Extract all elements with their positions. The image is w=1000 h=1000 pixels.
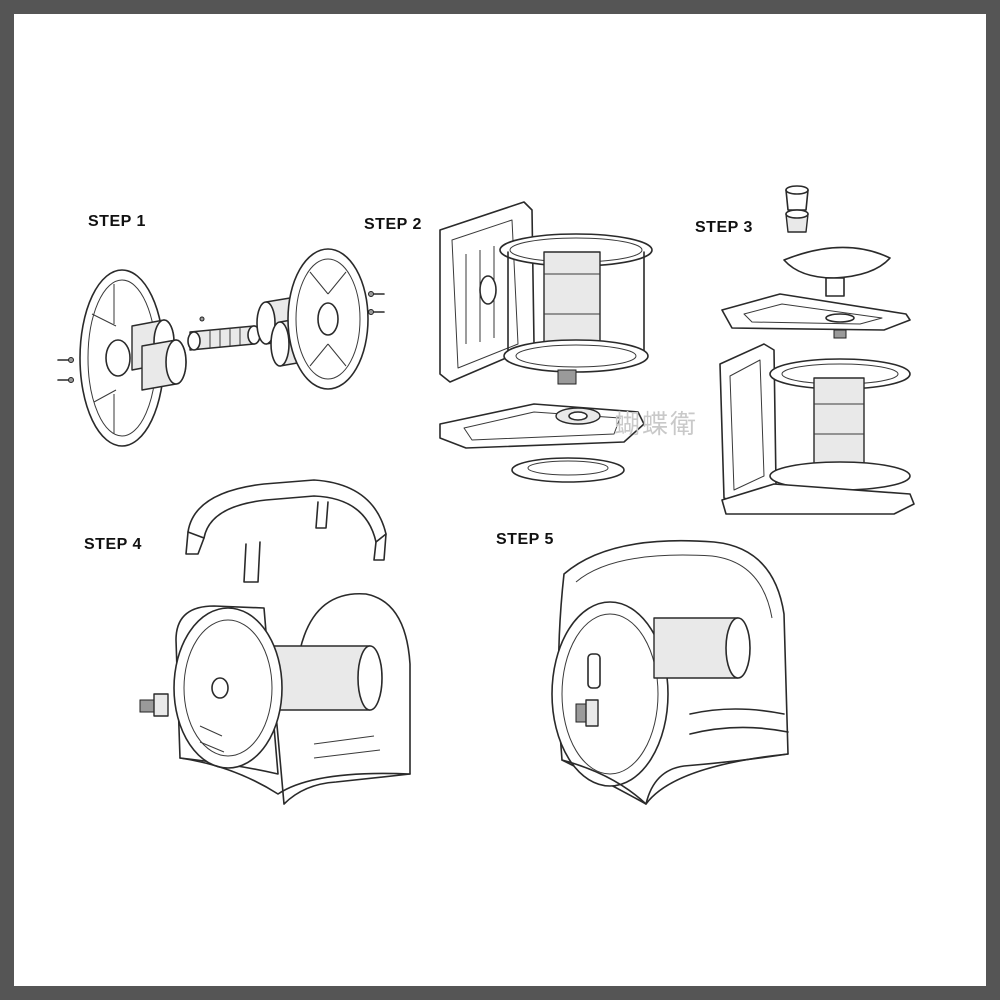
step1-screws-left [57, 357, 74, 383]
step3-hose-fittings [785, 185, 809, 233]
step2-bottom-disc [511, 457, 625, 483]
step1-illustration [57, 248, 385, 447]
step3-illustration [719, 185, 915, 515]
step2-label: STEP 2 [364, 216, 422, 233]
watermark: 蝴蝶衛 [614, 410, 699, 440]
step1-connector-pipe [187, 316, 261, 351]
step4-reel-assembly [173, 593, 411, 805]
step4-handle [185, 479, 387, 583]
step1-left-hub [131, 319, 187, 391]
step1-screws-right [368, 291, 385, 315]
step3-label: STEP 3 [695, 219, 753, 236]
step5-label: STEP 5 [496, 531, 554, 548]
step2-illustration [439, 201, 653, 483]
step3-top-plate [721, 293, 911, 339]
step1-right-flange [287, 248, 369, 390]
step3-dome-cap [783, 246, 891, 297]
step4-label: STEP 4 [84, 536, 142, 553]
step2-reel-drum [499, 233, 653, 385]
step5-completed-reel [551, 539, 789, 805]
step2-base-plate [439, 403, 645, 449]
step4-illustration [139, 479, 411, 805]
step4-hose-connector [139, 693, 169, 717]
step5-illustration [551, 539, 789, 805]
step1-label: STEP 1 [88, 213, 146, 230]
assembly-drawings [57, 185, 915, 805]
diagram-canvas: STEP 1 STEP 2 STEP 3 STEP 4 STEP 5 蝴蝶衛 [14, 14, 986, 986]
step3-frame-reel [719, 343, 915, 515]
